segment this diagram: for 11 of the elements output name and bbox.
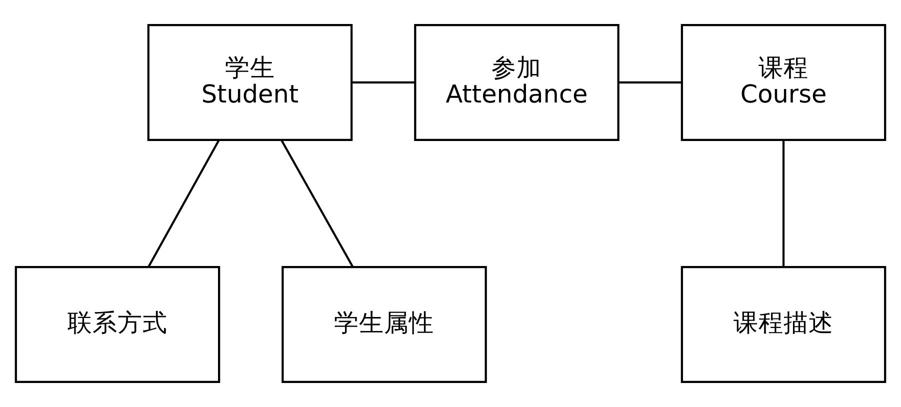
connector	[618, 81, 682, 84]
connector	[148, 140, 220, 267]
node-box: 学生属性	[282, 266, 487, 383]
node-box: 学生 Student	[147, 24, 353, 141]
node-box: 联系方式	[14, 266, 220, 383]
node-box: 课程描述	[680, 266, 886, 383]
connector	[280, 140, 354, 267]
connector	[782, 140, 785, 266]
node-box: 课程 Course	[680, 24, 886, 141]
node-box: 参加 Attendance	[414, 24, 620, 141]
connector	[352, 81, 415, 84]
